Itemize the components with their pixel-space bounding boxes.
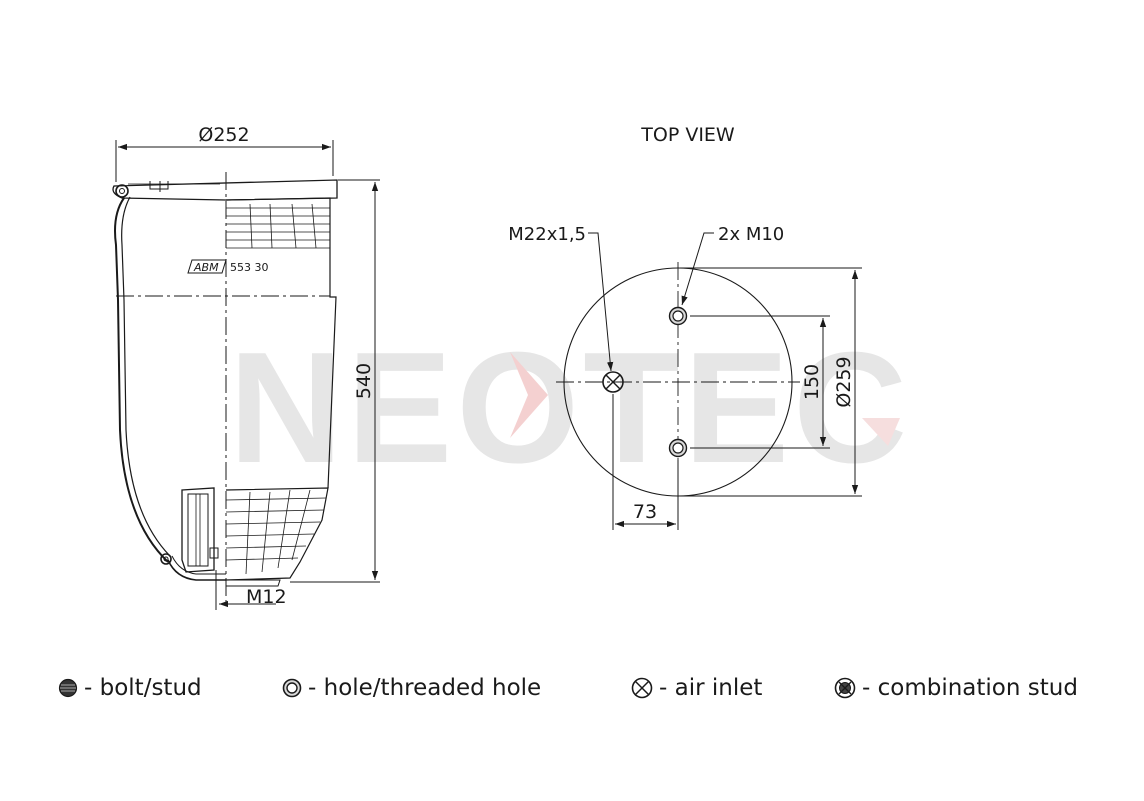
side-height-label: 540 — [353, 363, 375, 399]
legend-label-bolt-stud: - bolt/stud — [84, 675, 202, 701]
hole-top-icon — [668, 306, 688, 326]
abm-stamp-frame — [187, 259, 227, 274]
body-outline — [225, 197, 337, 489]
top-bead — [115, 184, 129, 198]
hole-icon — [282, 678, 302, 698]
piston — [225, 487, 329, 581]
watermark: NEOTEC — [229, 320, 911, 496]
legend-item-air-inlet: - air inlet — [631, 672, 762, 704]
top-view — [556, 232, 862, 530]
piston-cup — [181, 487, 215, 573]
offset-label: 73 — [633, 501, 657, 523]
bottom-bead — [160, 553, 172, 565]
hole-bottom-icon — [668, 438, 688, 458]
legend-label-hole: - hole/threaded hole — [308, 675, 542, 701]
legend-item-hole: - hole/threaded hole — [282, 672, 541, 704]
legend-item-bolt-stud: - bolt/stud — [58, 672, 202, 704]
side-view — [112, 172, 338, 605]
bolt-stud-icon — [58, 678, 78, 698]
abm-stamp-number: 553 30 — [230, 261, 269, 274]
hole-spacing-label: 150 — [801, 364, 823, 400]
air-inlet-icon — [602, 371, 624, 393]
legend-label-air-inlet: - air inlet — [659, 675, 763, 701]
top-plate — [112, 179, 338, 201]
air-inlet-label: M22x1,5 — [508, 224, 586, 245]
air-inlet-icon — [631, 677, 653, 699]
abm-stamp-brand: ABM — [193, 261, 219, 274]
holes-label: 2x M10 — [718, 224, 784, 245]
side-dimensions — [115, 140, 380, 610]
upper-ribs — [226, 203, 330, 249]
side-thread-label: M12 — [246, 586, 287, 608]
legend-label-combination-stud: - combination stud — [862, 675, 1078, 701]
watermark-chevron-icon — [510, 352, 548, 438]
top-diameter-label: Ø259 — [833, 356, 855, 407]
combination-stud-icon — [834, 677, 856, 699]
lower-ribs — [225, 489, 327, 575]
legend: - bolt/stud - hole/threaded hole - air i… — [0, 672, 1144, 708]
top-view-title: TOP VIEW — [640, 124, 735, 146]
watermark-text: NEOTEC — [229, 320, 911, 496]
side-diameter-label: Ø252 — [198, 124, 249, 146]
legend-item-combination-stud: - combination stud — [834, 672, 1078, 704]
